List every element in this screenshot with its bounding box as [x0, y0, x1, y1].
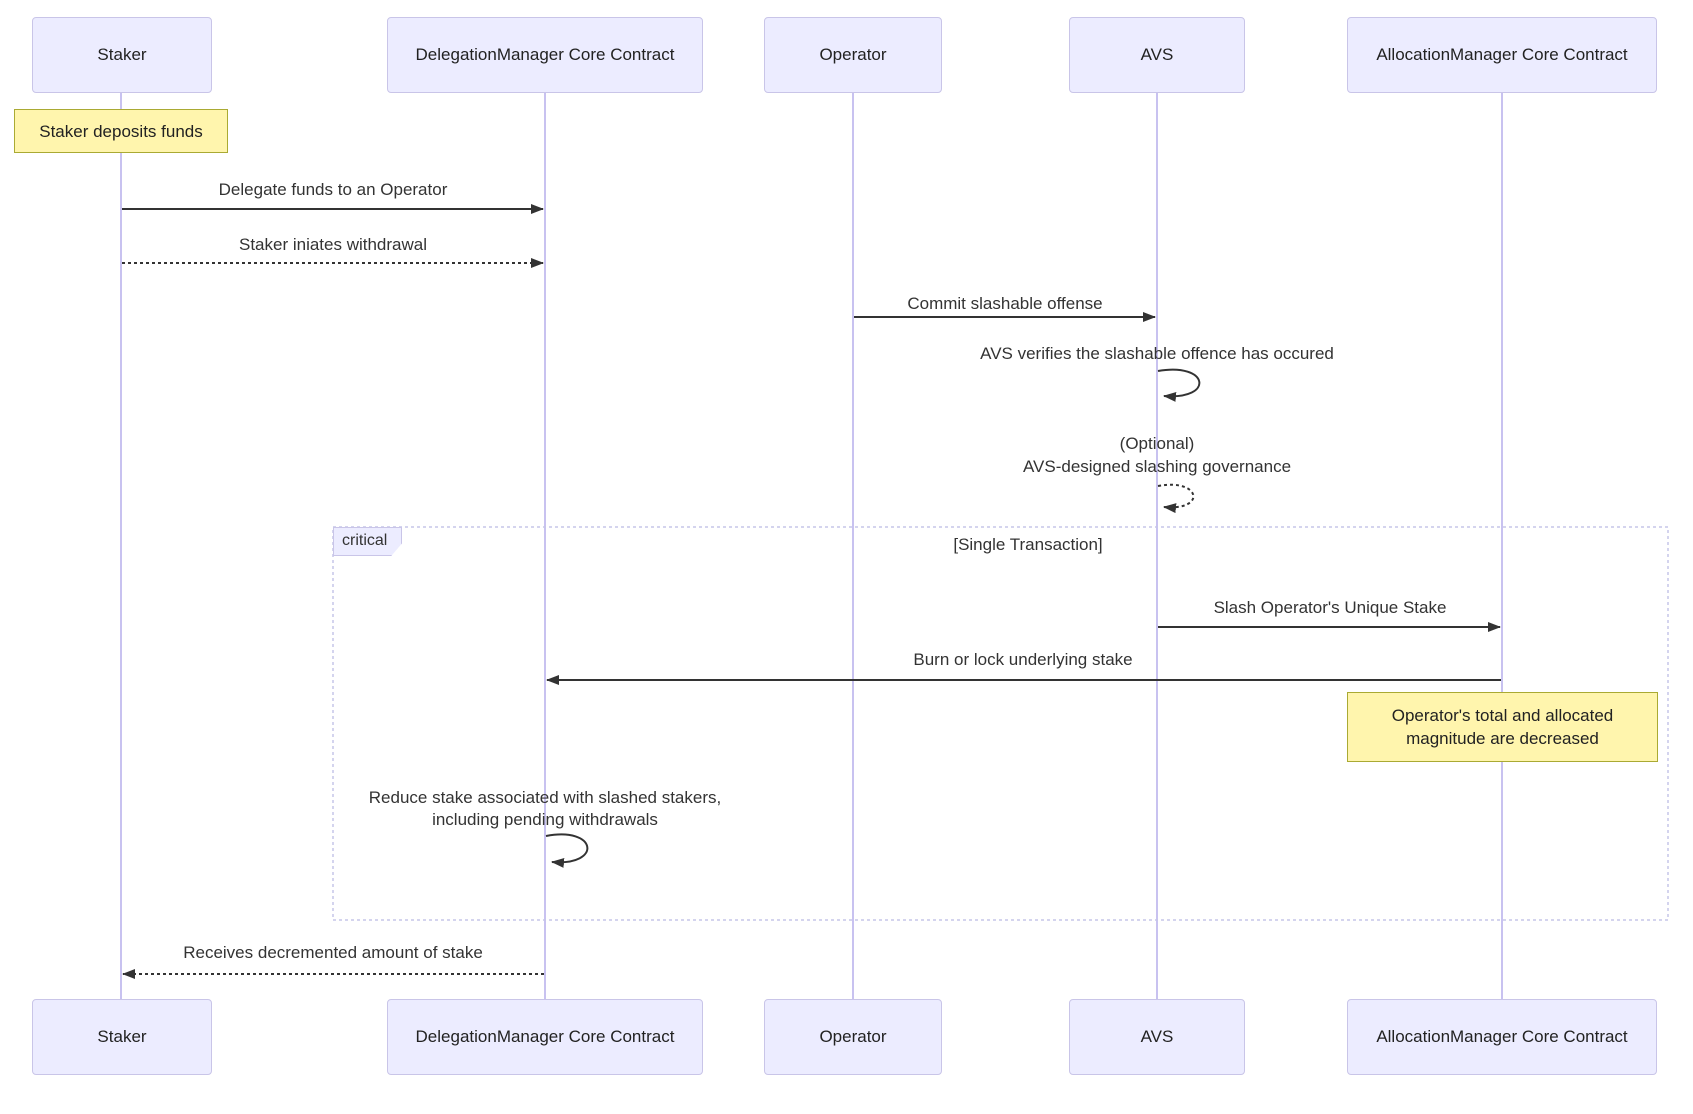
critical-frame-condition: [Single Transaction] — [953, 535, 1103, 554]
critical-frame-label: critical — [333, 527, 403, 556]
actor-bottom-operator: Operator — [764, 999, 942, 1075]
message-label-avs-verify: AVS verifies the slashable offence has o… — [980, 344, 1334, 363]
message-label-receives-decremented: Receives decremented amount of stake — [183, 943, 483, 962]
note-magnitude-decreased: Operator's total and allocated magnitude… — [1347, 692, 1658, 762]
actor-bottom-allocation-manager: AllocationManager Core Contract — [1347, 999, 1657, 1075]
message-selfloop-reduce-stake — [545, 833, 589, 868]
actor-bottom-delegation-manager: DelegationManager Core Contract — [387, 999, 703, 1075]
note-staker-deposits-text: Staker deposits funds — [39, 121, 203, 141]
note-magnitude-decreased-line1: Operator's total and allocated — [1391, 706, 1614, 725]
critical-frame — [332, 526, 1669, 921]
message-label-reduce-stake: Reduce stake associated with slashed sta… — [369, 787, 721, 831]
message-label-avs-governance-line2: AVS-designed slashing governance — [1022, 457, 1292, 476]
actor-top-staker: Staker — [32, 17, 212, 93]
message-label-burn-or-lock: Burn or lock underlying stake — [913, 650, 1133, 669]
message-selfloop-avs-governance — [1157, 483, 1195, 514]
actor-top-avs: AVS — [1069, 17, 1245, 93]
message-label-avs-governance-line1: (Optional) — [1119, 434, 1195, 453]
message-label-delegate-funds: Delegate funds to an Operator — [218, 180, 448, 199]
note-magnitude-decreased-line2: magnitude are decreased — [1406, 729, 1599, 748]
message-label-avs-governance: (Optional) AVS-designed slashing governa… — [1023, 432, 1291, 478]
message-label-commit-offense: Commit slashable offense — [907, 294, 1103, 313]
note-staker-deposits: Staker deposits funds — [14, 109, 228, 153]
message-label-initiate-withdrawal: Staker iniates withdrawal — [238, 235, 428, 254]
message-label-reduce-stake-line1: Reduce stake associated with slashed sta… — [368, 788, 722, 807]
actor-top-operator: Operator — [764, 17, 942, 93]
message-selfloop-avs-verify — [1157, 368, 1201, 402]
actor-bottom-staker: Staker — [32, 999, 212, 1075]
message-label-reduce-stake-line2: including pending withdrawals — [432, 810, 658, 829]
actor-bottom-avs: AVS — [1069, 999, 1245, 1075]
actor-top-delegation-manager: DelegationManager Core Contract — [387, 17, 703, 93]
actor-top-allocation-manager: AllocationManager Core Contract — [1347, 17, 1657, 93]
message-label-slash-unique-stake: Slash Operator's Unique Stake — [1213, 598, 1447, 617]
